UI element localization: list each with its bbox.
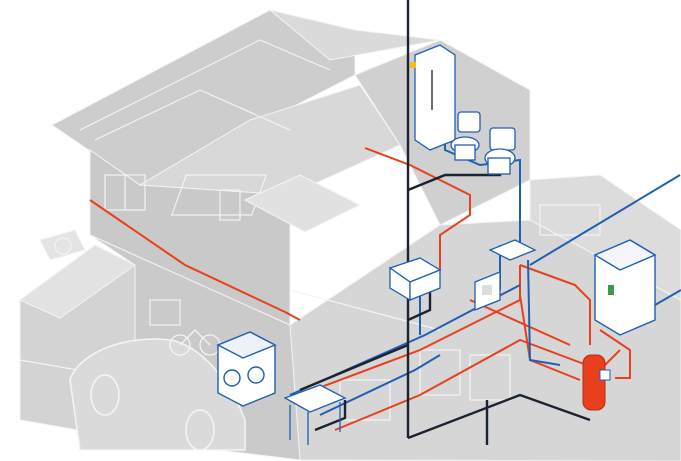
ac-unit — [39, 229, 86, 261]
shower — [410, 44, 456, 151]
nightstand — [219, 189, 241, 221]
control-panel — [474, 271, 501, 311]
fan-icon — [54, 237, 72, 255]
bathroom-sink — [388, 257, 442, 302]
bicycle-icon — [169, 334, 191, 356]
bed-icon — [243, 174, 362, 233]
tank-icon — [582, 354, 606, 411]
kitchen-sink — [488, 239, 537, 261]
car — [69, 338, 246, 451]
shower-icon — [414, 44, 456, 151]
hot-water-tank — [582, 354, 611, 411]
washing-machine — [216, 331, 277, 407]
sink-icon — [283, 384, 347, 413]
toilet-icon — [489, 127, 516, 151]
water-heater-boiler — [593, 239, 657, 336]
toilet-upper-2 — [484, 127, 516, 175]
kitchen-cabinet — [539, 204, 601, 236]
drain-pipes — [299, 0, 591, 445]
hot-water-pipes — [89, 147, 631, 431]
garage-shelf — [149, 299, 181, 326]
laundry-sink — [283, 384, 347, 445]
dining-chair-2 — [469, 354, 511, 401]
toilet-upper-1 — [450, 111, 481, 161]
car-icon — [69, 338, 246, 451]
sink-icon — [488, 239, 537, 261]
bed — [243, 174, 362, 233]
toilet-icon — [457, 111, 481, 133]
